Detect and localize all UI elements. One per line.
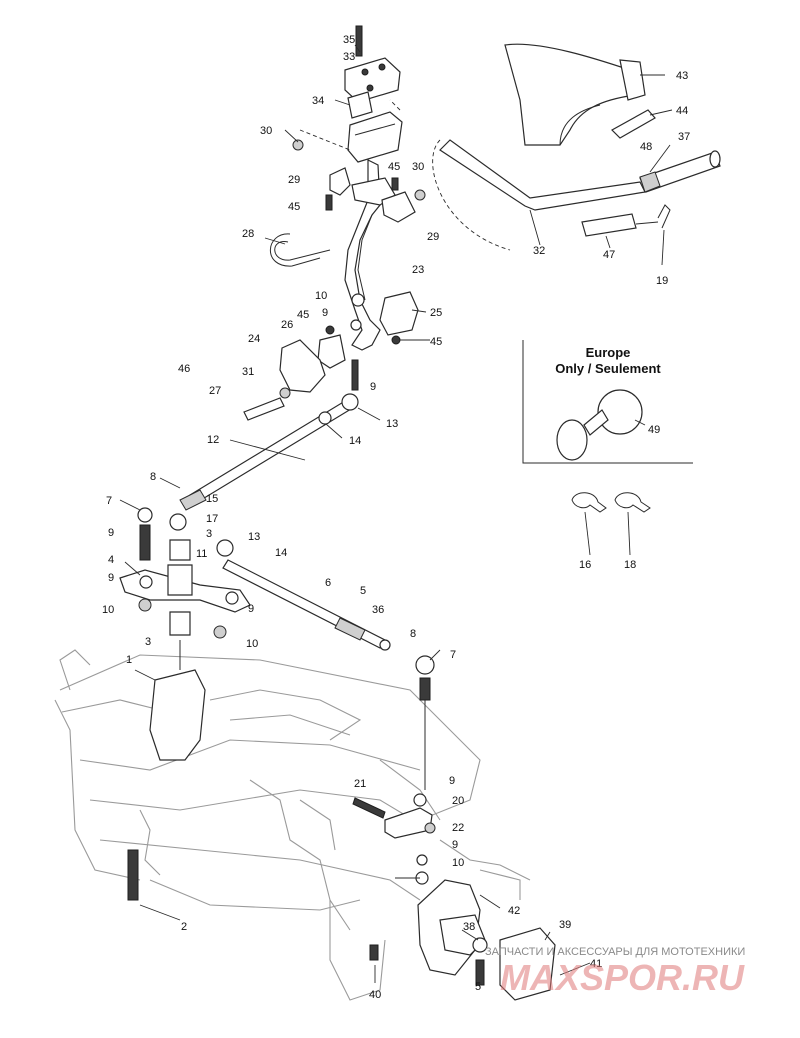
- callout: 10: [246, 638, 258, 650]
- callout: 18: [624, 559, 636, 571]
- callout: 14: [349, 435, 361, 447]
- callout: 44: [676, 105, 688, 117]
- callout: 7: [450, 649, 456, 661]
- callout: 25: [430, 307, 442, 319]
- leader-lines: [119, 44, 673, 983]
- upper-tie-rod: [179, 393, 359, 511]
- callout: 16: [579, 559, 591, 571]
- callout: 8: [150, 471, 156, 483]
- handlebar-cover: [504, 43, 656, 146]
- callout: 9: [449, 775, 455, 787]
- europe-box: Europe Only / Seulement: [522, 340, 693, 464]
- callout: 22: [452, 822, 464, 834]
- callout: 9: [370, 381, 376, 393]
- callout: 5: [475, 981, 481, 993]
- callout: 45: [388, 161, 400, 173]
- lower-tie-rod: [216, 539, 435, 790]
- callout: 35: [343, 34, 355, 46]
- callout: 40: [369, 989, 381, 1001]
- callout: 2: [181, 921, 187, 933]
- callout: 41: [590, 958, 602, 970]
- pitman-arm: [119, 507, 251, 761]
- hose-clamps: [571, 492, 651, 513]
- callout: 24: [248, 333, 260, 345]
- callout: 5: [360, 585, 366, 597]
- callout: 48: [640, 141, 652, 153]
- callout: 29: [427, 231, 439, 243]
- upper-clamp: [344, 25, 403, 163]
- callout: 12: [207, 434, 219, 446]
- callout: 1: [126, 654, 132, 666]
- callout: 49: [648, 424, 660, 436]
- callout: 13: [248, 531, 260, 543]
- callout: 9: [452, 839, 458, 851]
- callout: 9: [322, 307, 328, 319]
- europe-box-line2: Only / Seulement: [555, 361, 661, 376]
- callout: 3: [145, 636, 151, 648]
- callout: 23: [412, 264, 424, 276]
- callout: 17: [206, 513, 218, 525]
- column-bracket: [243, 291, 419, 421]
- callout: 37: [678, 131, 690, 143]
- frame-chassis: [54, 649, 531, 1001]
- callouts: 35 33 34 30 29 45 30 45 29 28 23 10 9 25…: [102, 34, 690, 1001]
- watermark: ЗАПЧАСТИ И АКСЕССУАРЫ ДЛЯ МОТОТЕХНИКИ MA…: [485, 946, 745, 998]
- callout: 29: [288, 174, 300, 186]
- callout: 47: [603, 249, 615, 261]
- callout: 45: [430, 336, 442, 348]
- watermark-logo: MAXSPOR.RU: [500, 957, 745, 998]
- callout: 30: [412, 161, 424, 173]
- callout: 42: [508, 905, 520, 917]
- callout: 21: [354, 778, 366, 790]
- callout: 33: [343, 51, 355, 63]
- callout: 32: [533, 245, 545, 257]
- callout: 39: [559, 919, 571, 931]
- callout: 10: [452, 857, 464, 869]
- callout: 9: [108, 527, 114, 539]
- callout: 46: [178, 363, 190, 375]
- callout: 9: [108, 572, 114, 584]
- callout: 34: [312, 95, 324, 107]
- cable-clamp: [269, 129, 351, 267]
- callout: 13: [386, 418, 398, 430]
- europe-box-line1: Europe: [586, 345, 631, 360]
- callout: 19: [656, 275, 668, 287]
- callout: 4: [108, 554, 114, 566]
- callout: 36: [372, 604, 384, 616]
- watermark-caption: ЗАПЧАСТИ И АКСЕССУАРЫ ДЛЯ МОТОТЕХНИКИ: [485, 946, 745, 958]
- callout: 14: [275, 547, 287, 559]
- callout: 3: [206, 528, 212, 540]
- callout: 15: [206, 493, 218, 505]
- steering-arm: [127, 793, 556, 1001]
- callout: 10: [102, 604, 114, 616]
- callout: 8: [410, 628, 416, 640]
- callout: 26: [281, 319, 293, 331]
- callout: 27: [209, 385, 221, 397]
- callout: 43: [676, 70, 688, 82]
- callout: 31: [242, 366, 254, 378]
- callout: 9: [248, 603, 254, 615]
- callout: 30: [260, 125, 272, 137]
- callout: 6: [325, 577, 331, 589]
- lower-clamps: [292, 139, 426, 223]
- callout: 10: [315, 290, 327, 302]
- callout: 20: [452, 795, 464, 807]
- callout: 45: [297, 309, 309, 321]
- callout: 7: [106, 495, 112, 507]
- throttle-lever: [581, 204, 671, 237]
- callout: 11: [196, 548, 207, 560]
- callout: 28: [242, 228, 254, 240]
- handlebar: [432, 139, 721, 251]
- callout: 45: [288, 201, 300, 213]
- callout: 38: [463, 921, 475, 933]
